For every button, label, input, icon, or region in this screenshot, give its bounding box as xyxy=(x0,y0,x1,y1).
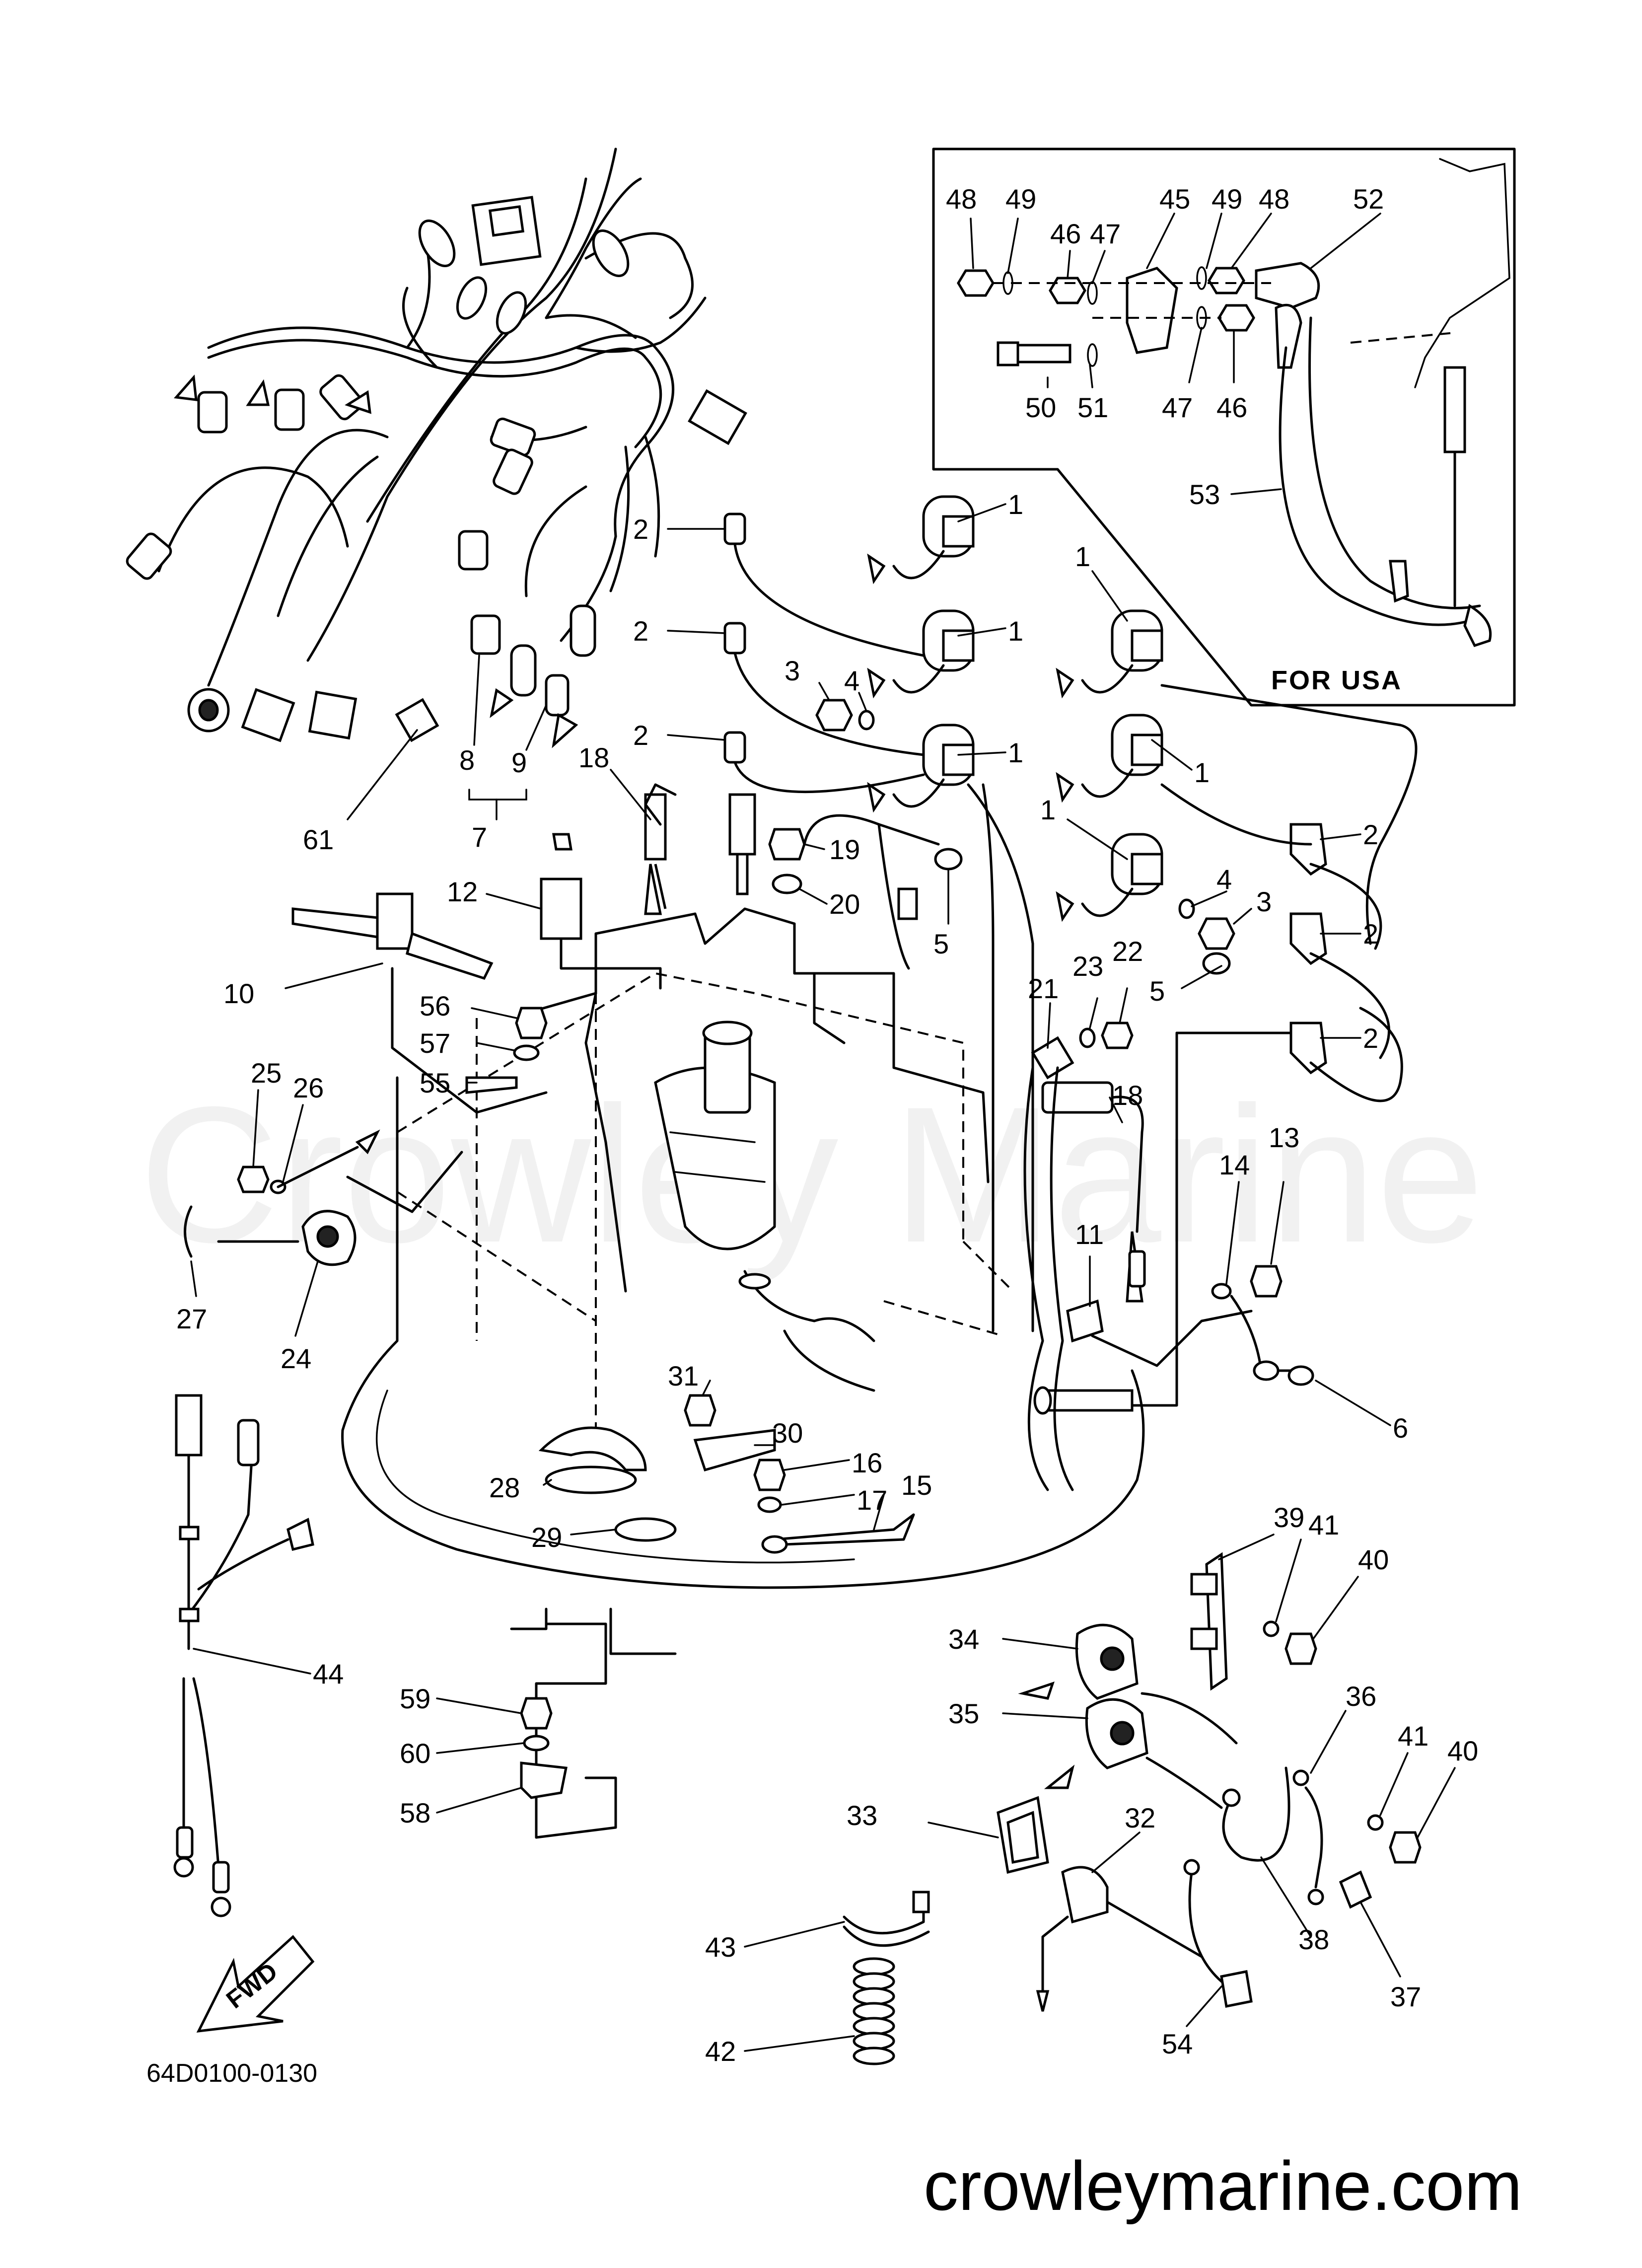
callout-42: 42 xyxy=(705,2036,736,2067)
callout-1: 1 xyxy=(1040,794,1056,825)
inset-parts xyxy=(957,158,1510,648)
callout-43: 43 xyxy=(705,1931,736,1963)
callout-35: 35 xyxy=(948,1698,979,1729)
callout-25: 25 xyxy=(251,1057,282,1089)
callout-47: 47 xyxy=(1162,392,1193,423)
callout-5: 5 xyxy=(933,928,949,959)
callout-40: 40 xyxy=(1447,1735,1478,1766)
callout-1: 1 xyxy=(1008,489,1023,520)
callout-23: 23 xyxy=(1072,951,1103,982)
callout-50: 50 xyxy=(1025,392,1056,423)
callout-34: 34 xyxy=(948,1623,979,1655)
callout-27: 27 xyxy=(176,1303,207,1334)
callout-49: 49 xyxy=(1212,183,1242,215)
callout-57: 57 xyxy=(420,1027,450,1059)
callout-24: 24 xyxy=(281,1343,311,1374)
callout-6: 6 xyxy=(1393,1412,1408,1444)
callout-60: 60 xyxy=(400,1738,430,1769)
callout-40: 40 xyxy=(1358,1544,1389,1575)
callout-2: 2 xyxy=(1363,918,1378,950)
callout-38: 38 xyxy=(1298,1924,1329,1955)
callout-3: 3 xyxy=(785,655,800,686)
callout-41: 41 xyxy=(1398,1720,1428,1752)
callout-16: 16 xyxy=(852,1447,882,1478)
callout-13: 13 xyxy=(1269,1122,1299,1153)
callout-2: 2 xyxy=(633,513,648,545)
callout-21: 21 xyxy=(1028,973,1059,1004)
callout-11: 11 xyxy=(1075,1219,1104,1250)
callout-48: 48 xyxy=(1259,183,1289,215)
callout-8: 8 xyxy=(459,744,475,776)
callout-41: 41 xyxy=(1308,1509,1339,1540)
callout-56: 56 xyxy=(420,990,450,1022)
callout-2: 2 xyxy=(1363,819,1378,850)
callout-1: 1 xyxy=(1008,737,1023,768)
callout-48: 48 xyxy=(946,183,977,215)
callout-55: 55 xyxy=(420,1067,450,1098)
callout-37: 37 xyxy=(1390,1981,1421,2012)
callout-5: 5 xyxy=(1149,975,1165,1007)
callout-1: 1 xyxy=(1008,615,1023,647)
callout-54: 54 xyxy=(1162,2028,1193,2059)
callout-22: 22 xyxy=(1112,936,1143,967)
callout-39: 39 xyxy=(1274,1502,1304,1533)
callout-36: 36 xyxy=(1346,1681,1376,1712)
callout-17: 17 xyxy=(857,1484,887,1516)
callout-1: 1 xyxy=(1075,541,1090,572)
callout-9: 9 xyxy=(511,747,527,778)
callout-19: 19 xyxy=(829,834,860,865)
callout-46: 46 xyxy=(1050,218,1081,249)
callout-4: 4 xyxy=(844,665,859,696)
callout-1: 1 xyxy=(1194,757,1210,788)
spring xyxy=(853,1957,895,2065)
callout-30: 30 xyxy=(772,1417,803,1449)
callout-61: 61 xyxy=(303,824,334,855)
callout-59: 59 xyxy=(400,1683,430,1714)
watermark-text: Crowley Marine xyxy=(139,1066,1484,1284)
callout-53: 53 xyxy=(1189,479,1220,510)
fwd-arrow: FWD xyxy=(196,1935,315,2033)
callout-7: 7 xyxy=(472,821,487,853)
callout-32: 32 xyxy=(1125,1802,1155,1833)
wire-harness xyxy=(126,147,747,748)
callout-10: 10 xyxy=(223,978,254,1009)
callout-2: 2 xyxy=(633,720,648,751)
callout-15: 15 xyxy=(901,1469,932,1501)
callout-52: 52 xyxy=(1353,183,1384,215)
callout-44: 44 xyxy=(313,1658,344,1689)
callout-26: 26 xyxy=(293,1072,324,1103)
callout-4: 4 xyxy=(1216,864,1232,895)
ignition-coils xyxy=(723,495,1418,1332)
right-side-parts xyxy=(843,1022,1422,2065)
callout-49: 49 xyxy=(1005,183,1036,215)
callout-46: 46 xyxy=(1216,392,1247,423)
engine-block-outline xyxy=(341,907,1145,1589)
inset-title: FOR USA xyxy=(1271,665,1402,695)
callout-31: 31 xyxy=(668,1360,699,1391)
diagram-part-number: 64D0100-0130 xyxy=(146,2059,317,2088)
callout-28: 28 xyxy=(489,1472,520,1503)
callout-2: 2 xyxy=(1363,1023,1378,1054)
callout-45: 45 xyxy=(1159,183,1190,215)
callout-51: 51 xyxy=(1077,392,1108,423)
site-watermark[interactable]: crowleymarine.com xyxy=(924,2147,1522,2225)
usa-inset: FOR USA xyxy=(932,147,1516,707)
callout-33: 33 xyxy=(847,1800,877,1831)
callout-29: 29 xyxy=(531,1522,562,1553)
callout-2: 2 xyxy=(633,615,648,647)
left-side-parts: FWD xyxy=(173,783,940,2033)
callout-47: 47 xyxy=(1090,218,1121,249)
callout-12: 12 xyxy=(447,876,478,907)
callout-18: 18 xyxy=(578,742,609,773)
callout-18: 18 xyxy=(1112,1080,1143,1111)
callout-3: 3 xyxy=(1256,886,1272,917)
callout-14: 14 xyxy=(1219,1149,1250,1180)
callout-labels: 48 49 46 47 45 49 48 52 50 51 47 46 53 1… xyxy=(176,183,1478,2067)
callout-58: 58 xyxy=(400,1797,430,1829)
lower-center-parts xyxy=(510,1394,915,1839)
leader-lines xyxy=(190,503,1456,2052)
callout-20: 20 xyxy=(829,888,860,920)
